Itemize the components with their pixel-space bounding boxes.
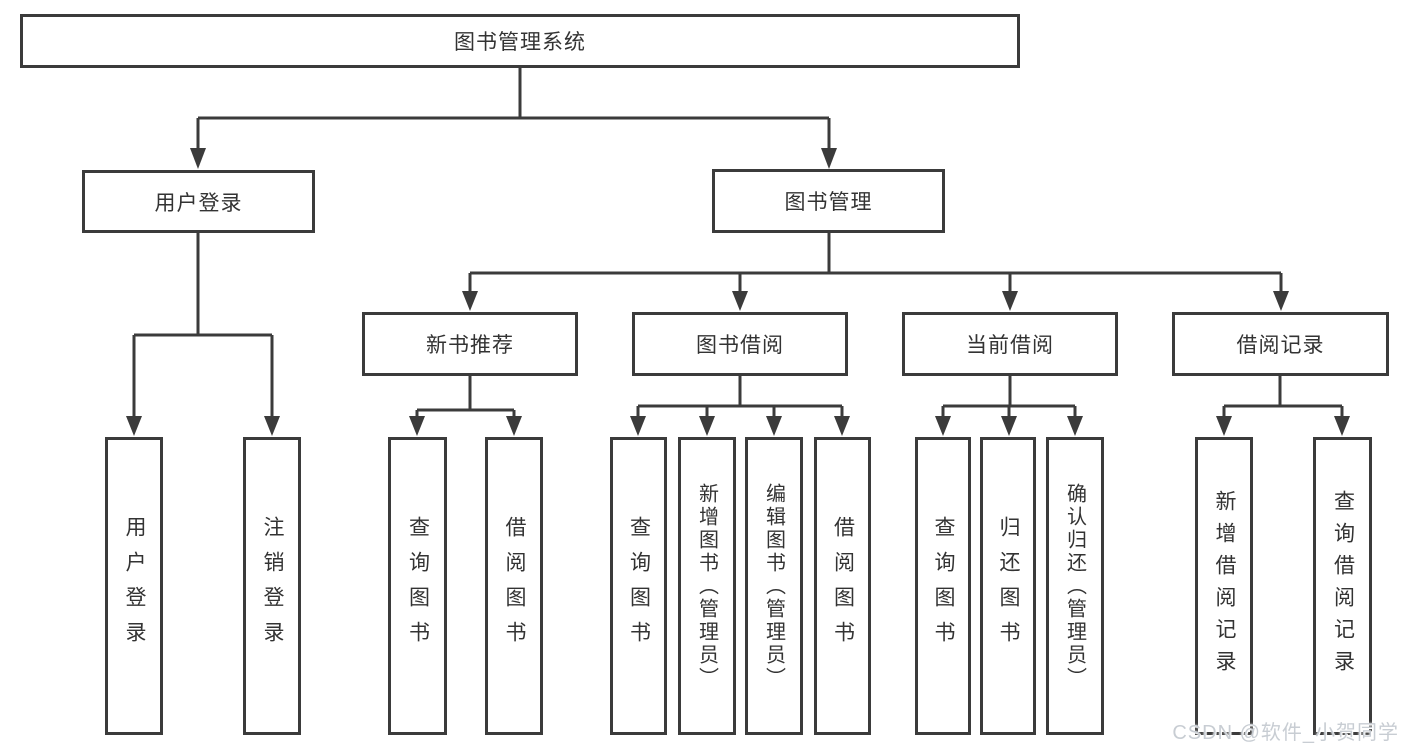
csdn-watermark: CSDN @软件_小贺同学 (1172, 722, 1399, 744)
node-logout-label: 注销登录 (261, 516, 284, 656)
node-bw-query-label: 查询图书 (627, 516, 651, 656)
node-cu-confirm-label: 确认归还（管理员） (1063, 482, 1086, 690)
node-cu-query: 查询图书 (915, 437, 971, 735)
node-user-login: 用户登录 (82, 170, 315, 233)
node-cu-confirm: 确认归还（管理员） (1046, 437, 1104, 735)
node-bw-edit-label: 编辑图书（管理员） (762, 482, 785, 690)
node-rc-query: 查询借阅记录 (1313, 437, 1372, 735)
node-book-mgmt: 图书管理 (712, 169, 945, 233)
node-new-books: 新书推荐 (362, 312, 578, 376)
node-cu-query-label: 查询图书 (932, 516, 955, 656)
node-root-label: 图书管理系统 (454, 31, 586, 54)
node-bw-borrow-label: 借阅图书 (831, 516, 855, 656)
node-logout: 注销登录 (243, 437, 301, 735)
node-borrowing-label: 图书借阅 (696, 334, 784, 357)
node-borrowing: 图书借阅 (632, 312, 848, 376)
node-rc-add: 新增借阅记录 (1195, 437, 1253, 735)
node-cu-return-label: 归还图书 (997, 516, 1020, 656)
node-current-label: 当前借阅 (966, 334, 1054, 357)
node-rc-query-label: 查询借阅记录 (1331, 490, 1355, 682)
node-book-mgmt-label: 图书管理 (784, 191, 873, 214)
node-rc-add-label: 新增借阅记录 (1213, 490, 1236, 682)
node-nb-borrow: 借阅图书 (485, 437, 543, 735)
node-new-books-label: 新书推荐 (426, 334, 514, 357)
node-root: 图书管理系统 (20, 14, 1020, 68)
node-login: 用户登录 (105, 437, 163, 735)
node-nb-query-label: 查询图书 (406, 516, 430, 656)
node-current: 当前借阅 (902, 312, 1118, 376)
node-bw-borrow: 借阅图书 (814, 437, 871, 735)
node-records-label: 借阅记录 (1236, 334, 1325, 357)
node-cu-return: 归还图书 (980, 437, 1036, 735)
node-bw-edit: 编辑图书（管理员） (745, 437, 803, 735)
node-records: 借阅记录 (1172, 312, 1389, 376)
node-bw-add: 新增图书（管理员） (678, 437, 736, 735)
node-user-login-label: 用户登录 (154, 191, 243, 215)
node-nb-borrow-label: 借阅图书 (503, 516, 526, 656)
node-bw-add-label: 新增图书（管理员） (695, 482, 718, 690)
node-bw-query: 查询图书 (610, 437, 667, 735)
node-login-label: 用户登录 (123, 516, 146, 656)
node-nb-query: 查询图书 (388, 437, 447, 735)
